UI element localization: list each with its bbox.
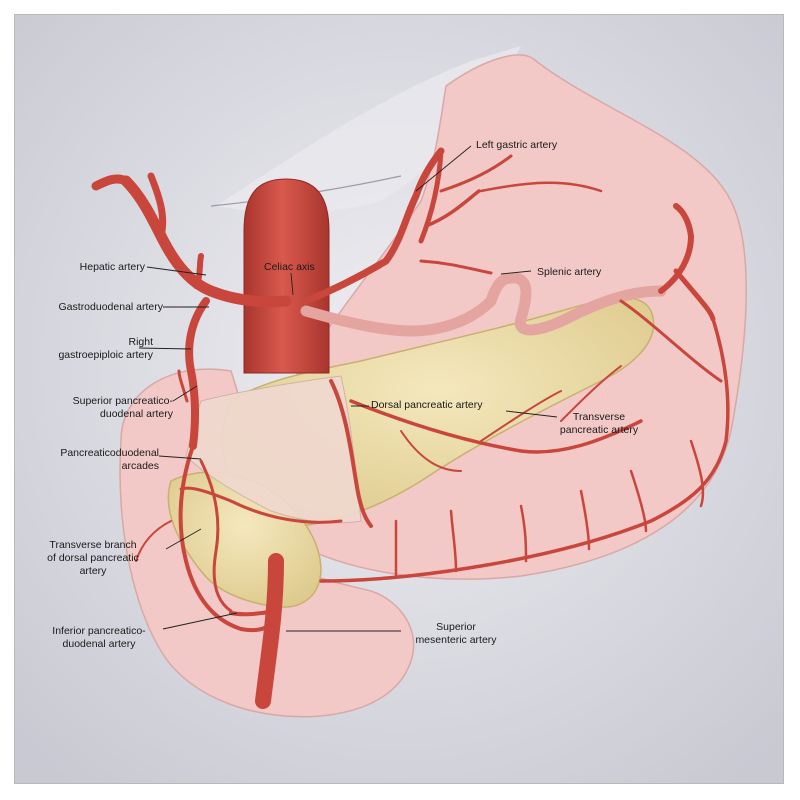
anatomy-illustration	[15, 15, 783, 783]
label-transverse-branch-dorsal-pancreatic: Transverse branch of dorsal pancreatic a…	[47, 539, 139, 577]
superior-mesenteric-vessel	[255, 553, 284, 709]
leader-lines	[138, 145, 558, 632]
serosa-flap	[185, 375, 362, 524]
label-dorsal-pancreatic-artery: Dorsal pancreatic artery	[371, 399, 483, 411]
aorta	[243, 178, 330, 374]
label-celiac-axis: Celiac axis	[264, 261, 315, 273]
label-superior-pancreaticoduodenal-artery: Superior pancreatico- duodenal artery	[72, 395, 173, 420]
label-pancreaticoduodenal-arcades: Pancreaticoduodenal arcades	[60, 447, 159, 472]
label-superior-mesenteric-artery: Superior mesenteric artery	[415, 621, 497, 646]
illustration-frame: Left gastric artery Hepatic artery Celia…	[14, 14, 784, 784]
peritoneum-fold	[216, 46, 521, 213]
label-inferior-pancreaticoduodenal-artery: Inferior pancreatico- duodenal artery	[52, 625, 146, 650]
label-splenic-artery: Splenic artery	[537, 266, 602, 278]
label-gastroduodenal-artery: Gastroduodenal artery	[58, 301, 163, 313]
label-left-gastric-artery: Left gastric artery	[476, 139, 558, 151]
label-transverse-pancreatic-artery: Transverse pancreatic artery	[559, 411, 639, 436]
label-hepatic-artery: Hepatic artery	[79, 261, 145, 273]
arteries	[91, 147, 730, 633]
label-right-gastroepiploic-artery: Right gastroepiploic artery	[58, 336, 153, 361]
